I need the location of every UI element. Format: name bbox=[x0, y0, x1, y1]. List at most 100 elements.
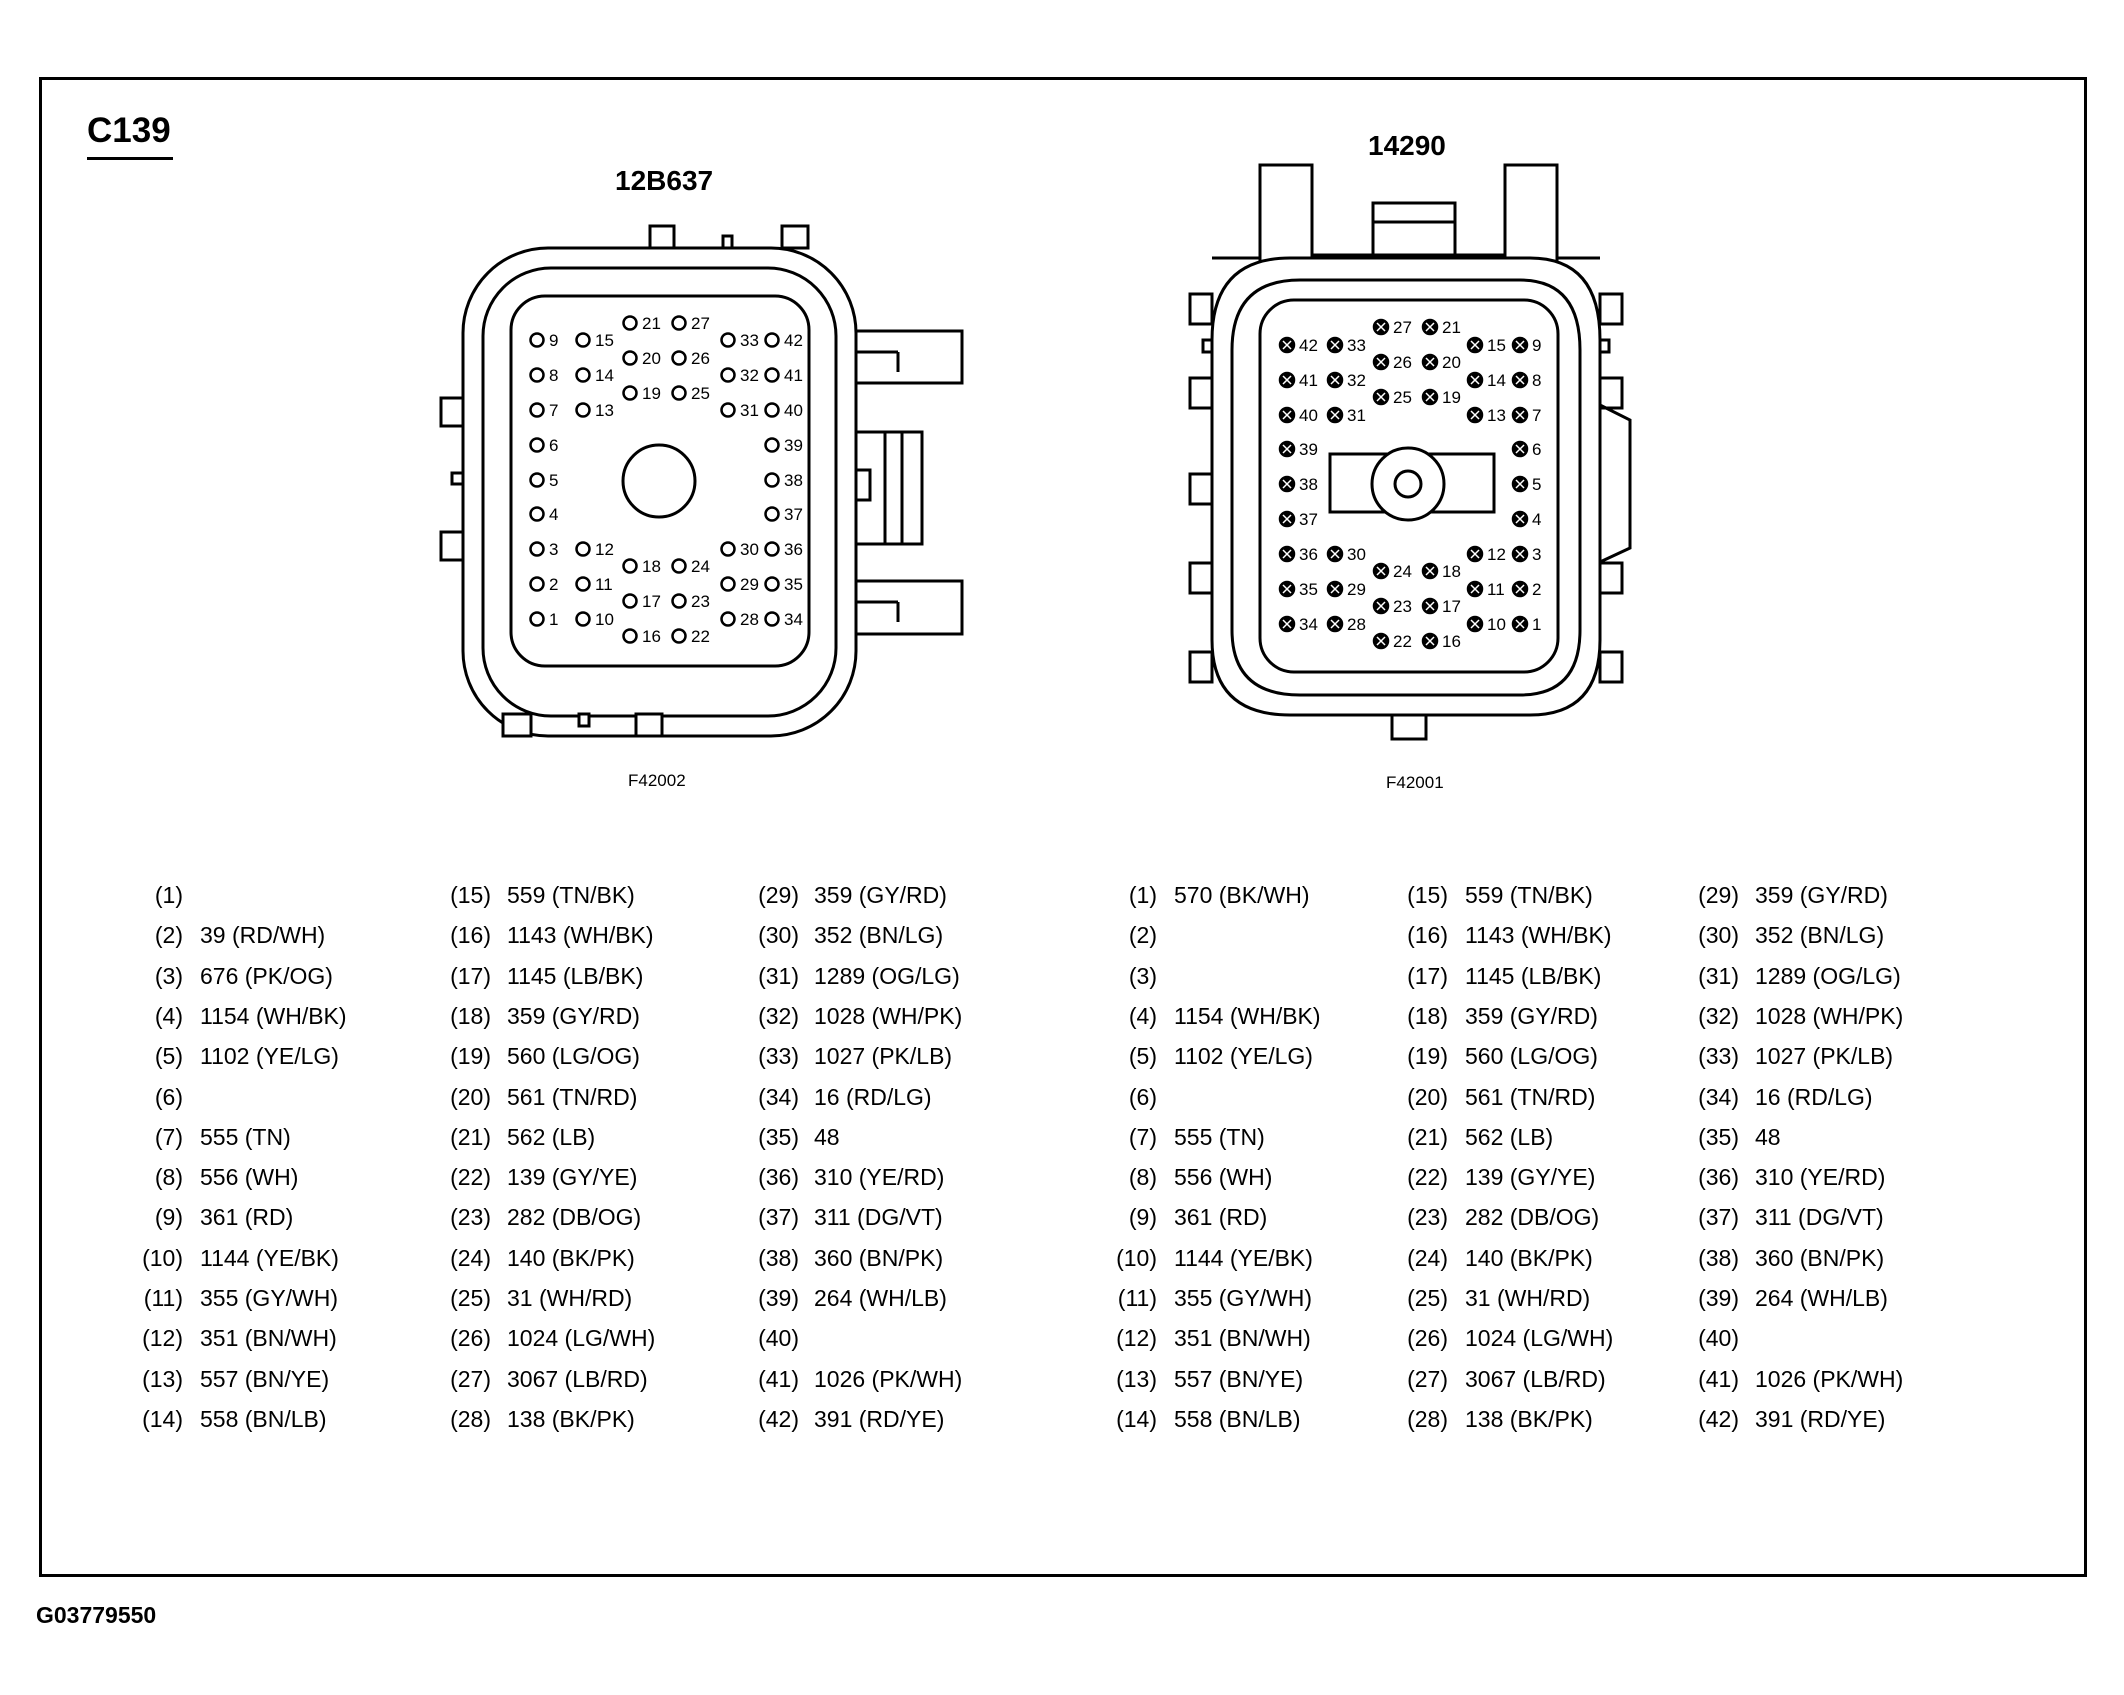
connector-a-pin-label-5: 5 bbox=[549, 471, 558, 490]
connector-a-pin-label-12: 12 bbox=[595, 540, 614, 559]
connector-a-pin-label-27: 27 bbox=[691, 314, 710, 333]
connector-a-pin-14 bbox=[575, 367, 591, 383]
connector-a-pin-27 bbox=[671, 315, 687, 331]
wire-info: 360 (BN/PK) bbox=[1755, 1244, 1885, 1271]
wire-info: 310 (YE/RD) bbox=[1755, 1164, 1886, 1191]
pin-number: (18) bbox=[1407, 1002, 1448, 1029]
connector-b-pin-mark-1 bbox=[1515, 619, 1525, 629]
connector-b-pin-label-17: 17 bbox=[1442, 597, 1461, 616]
wire-info: 311 (DG/VT) bbox=[1755, 1204, 1884, 1231]
pin-number: (41) bbox=[758, 1365, 799, 1392]
wire-info: 352 (BN/LG) bbox=[814, 922, 944, 949]
connector-a-pin-41 bbox=[764, 367, 780, 383]
pin-number: (37) bbox=[758, 1204, 799, 1231]
connector-a-pin-label-25: 25 bbox=[691, 384, 710, 403]
connector-a-pin-label-41: 41 bbox=[784, 366, 803, 385]
connector-a-pin-29 bbox=[720, 576, 736, 592]
connector-a-pin-label-35: 35 bbox=[784, 575, 803, 594]
connector-a-pin-label-22: 22 bbox=[691, 627, 710, 646]
pin-number: (4) bbox=[154, 1002, 183, 1029]
connector-b-pin-label-9: 9 bbox=[1532, 336, 1541, 355]
connector-a-pin-label-39: 39 bbox=[784, 436, 803, 455]
wire-info: 1024 (LG/WH) bbox=[507, 1325, 656, 1352]
wire-info: 1027 (PK/LB) bbox=[1755, 1043, 1894, 1070]
connector-b-pin-label-8: 8 bbox=[1532, 371, 1541, 390]
wire-info: 558 (BN/LB) bbox=[200, 1405, 327, 1432]
wire-info: 1026 (PK/WH) bbox=[814, 1365, 963, 1392]
connector-a-pin-label-19: 19 bbox=[642, 384, 661, 403]
connector-a-pin-33 bbox=[720, 332, 736, 348]
pin-number: (22) bbox=[1407, 1164, 1448, 1191]
wire-info: 138 (BK/PK) bbox=[507, 1405, 635, 1432]
pin-number: (11) bbox=[143, 1285, 183, 1311]
connector-b-pin-label-41: 41 bbox=[1299, 371, 1318, 390]
connector-b-pin-label-24: 24 bbox=[1393, 562, 1412, 581]
wire-info: 359 (GY/RD) bbox=[1465, 1002, 1598, 1029]
pin-number: (12) bbox=[1116, 1325, 1157, 1352]
wire-info: 560 (LG/OG) bbox=[1465, 1043, 1598, 1070]
pin-number: (40) bbox=[1698, 1325, 1739, 1352]
pin-number: (3) bbox=[154, 962, 183, 989]
pin-number: (39) bbox=[758, 1285, 799, 1311]
wire-info: 570 (BK/WH) bbox=[1174, 882, 1310, 908]
connector-b-pin-mark-36 bbox=[1282, 549, 1292, 559]
pin-number: (20) bbox=[450, 1083, 491, 1110]
pin-number: (10) bbox=[1116, 1244, 1157, 1271]
wire-info: 355 (GY/WH) bbox=[1174, 1285, 1313, 1311]
wire-info: 1144 (YE/BK) bbox=[200, 1244, 339, 1271]
pin-number: (25) bbox=[450, 1285, 491, 1311]
pin-number: (37) bbox=[1698, 1204, 1739, 1231]
connector-a-pin-label-38: 38 bbox=[784, 471, 803, 490]
wire-info: 1102 (YE/LG) bbox=[200, 1043, 339, 1070]
wire-info: 39 (RD/WH) bbox=[200, 922, 326, 949]
connector-a-pin-label-8: 8 bbox=[549, 366, 558, 385]
connector-a-pin-25 bbox=[671, 385, 687, 401]
wire-info: 359 (GY/RD) bbox=[814, 882, 947, 908]
wire-info: 555 (TN) bbox=[200, 1123, 291, 1150]
connector-b-body bbox=[1188, 163, 1632, 741]
connector-a-pin-label-1: 1 bbox=[549, 610, 558, 629]
wire-info: 1144 (YE/BK) bbox=[1174, 1244, 1313, 1271]
connector-b-pin-label-10: 10 bbox=[1487, 615, 1506, 634]
connector-a-part-number: 12B637 bbox=[615, 165, 714, 196]
connector-a-pin-label-21: 21 bbox=[642, 314, 661, 333]
connector-b-pin-label-29: 29 bbox=[1347, 580, 1366, 599]
pin-number: (27) bbox=[450, 1365, 491, 1392]
connector-a-pin-label-7: 7 bbox=[549, 401, 558, 420]
pin-number: (22) bbox=[450, 1164, 491, 1191]
connector-a-pin-17 bbox=[622, 593, 638, 609]
connector-a-pin-13 bbox=[575, 402, 591, 418]
connector-a-pin-1 bbox=[529, 611, 545, 627]
pin-number: (33) bbox=[758, 1043, 799, 1070]
connector-a-pin-label-10: 10 bbox=[595, 610, 614, 629]
connector-b-pin-mark-31 bbox=[1330, 410, 1340, 420]
connector-b-pin-label-22: 22 bbox=[1393, 632, 1412, 651]
pin-number: (6) bbox=[154, 1083, 183, 1110]
connector-a-pin-label-16: 16 bbox=[642, 627, 661, 646]
wire-info: 1143 (WH/BK) bbox=[507, 922, 654, 949]
connector-a-pin-label-28: 28 bbox=[740, 610, 759, 629]
connector-b-pin-label-2: 2 bbox=[1532, 580, 1541, 599]
pin-number: (41) bbox=[1698, 1365, 1739, 1392]
connector-a-pin-label-4: 4 bbox=[549, 505, 558, 524]
connector-b-pin-label-4: 4 bbox=[1532, 510, 1541, 529]
connector-b-pin-mark-15 bbox=[1470, 340, 1480, 350]
wire-info: 361 (RD) bbox=[200, 1204, 294, 1231]
connector-b-pin-mark-8 bbox=[1515, 375, 1525, 385]
connector-a-pin-label-20: 20 bbox=[642, 349, 661, 368]
pin-number: (6) bbox=[1128, 1083, 1157, 1110]
connector-a-pin-label-42: 42 bbox=[784, 331, 803, 350]
wire-info: 140 (BK/PK) bbox=[1465, 1244, 1593, 1271]
connector-b-pin-label-14: 14 bbox=[1487, 371, 1506, 390]
connector-a-pin-label-33: 33 bbox=[740, 331, 759, 350]
connector-a-pin-24 bbox=[671, 558, 687, 574]
connector-b-pin-label-33: 33 bbox=[1347, 336, 1366, 355]
connector-a-pin-12 bbox=[575, 541, 591, 557]
connector-a-pin-8 bbox=[529, 367, 545, 383]
connector-a-pin-label-30: 30 bbox=[740, 540, 759, 559]
connector-b-pin-label-35: 35 bbox=[1299, 580, 1318, 599]
wire-info: 391 (RD/YE) bbox=[814, 1405, 945, 1432]
wire-info: 1145 (LB/BK) bbox=[507, 962, 644, 989]
connector-a-pin-40 bbox=[764, 402, 780, 418]
wire-info: 282 (DB/OG) bbox=[507, 1204, 642, 1231]
